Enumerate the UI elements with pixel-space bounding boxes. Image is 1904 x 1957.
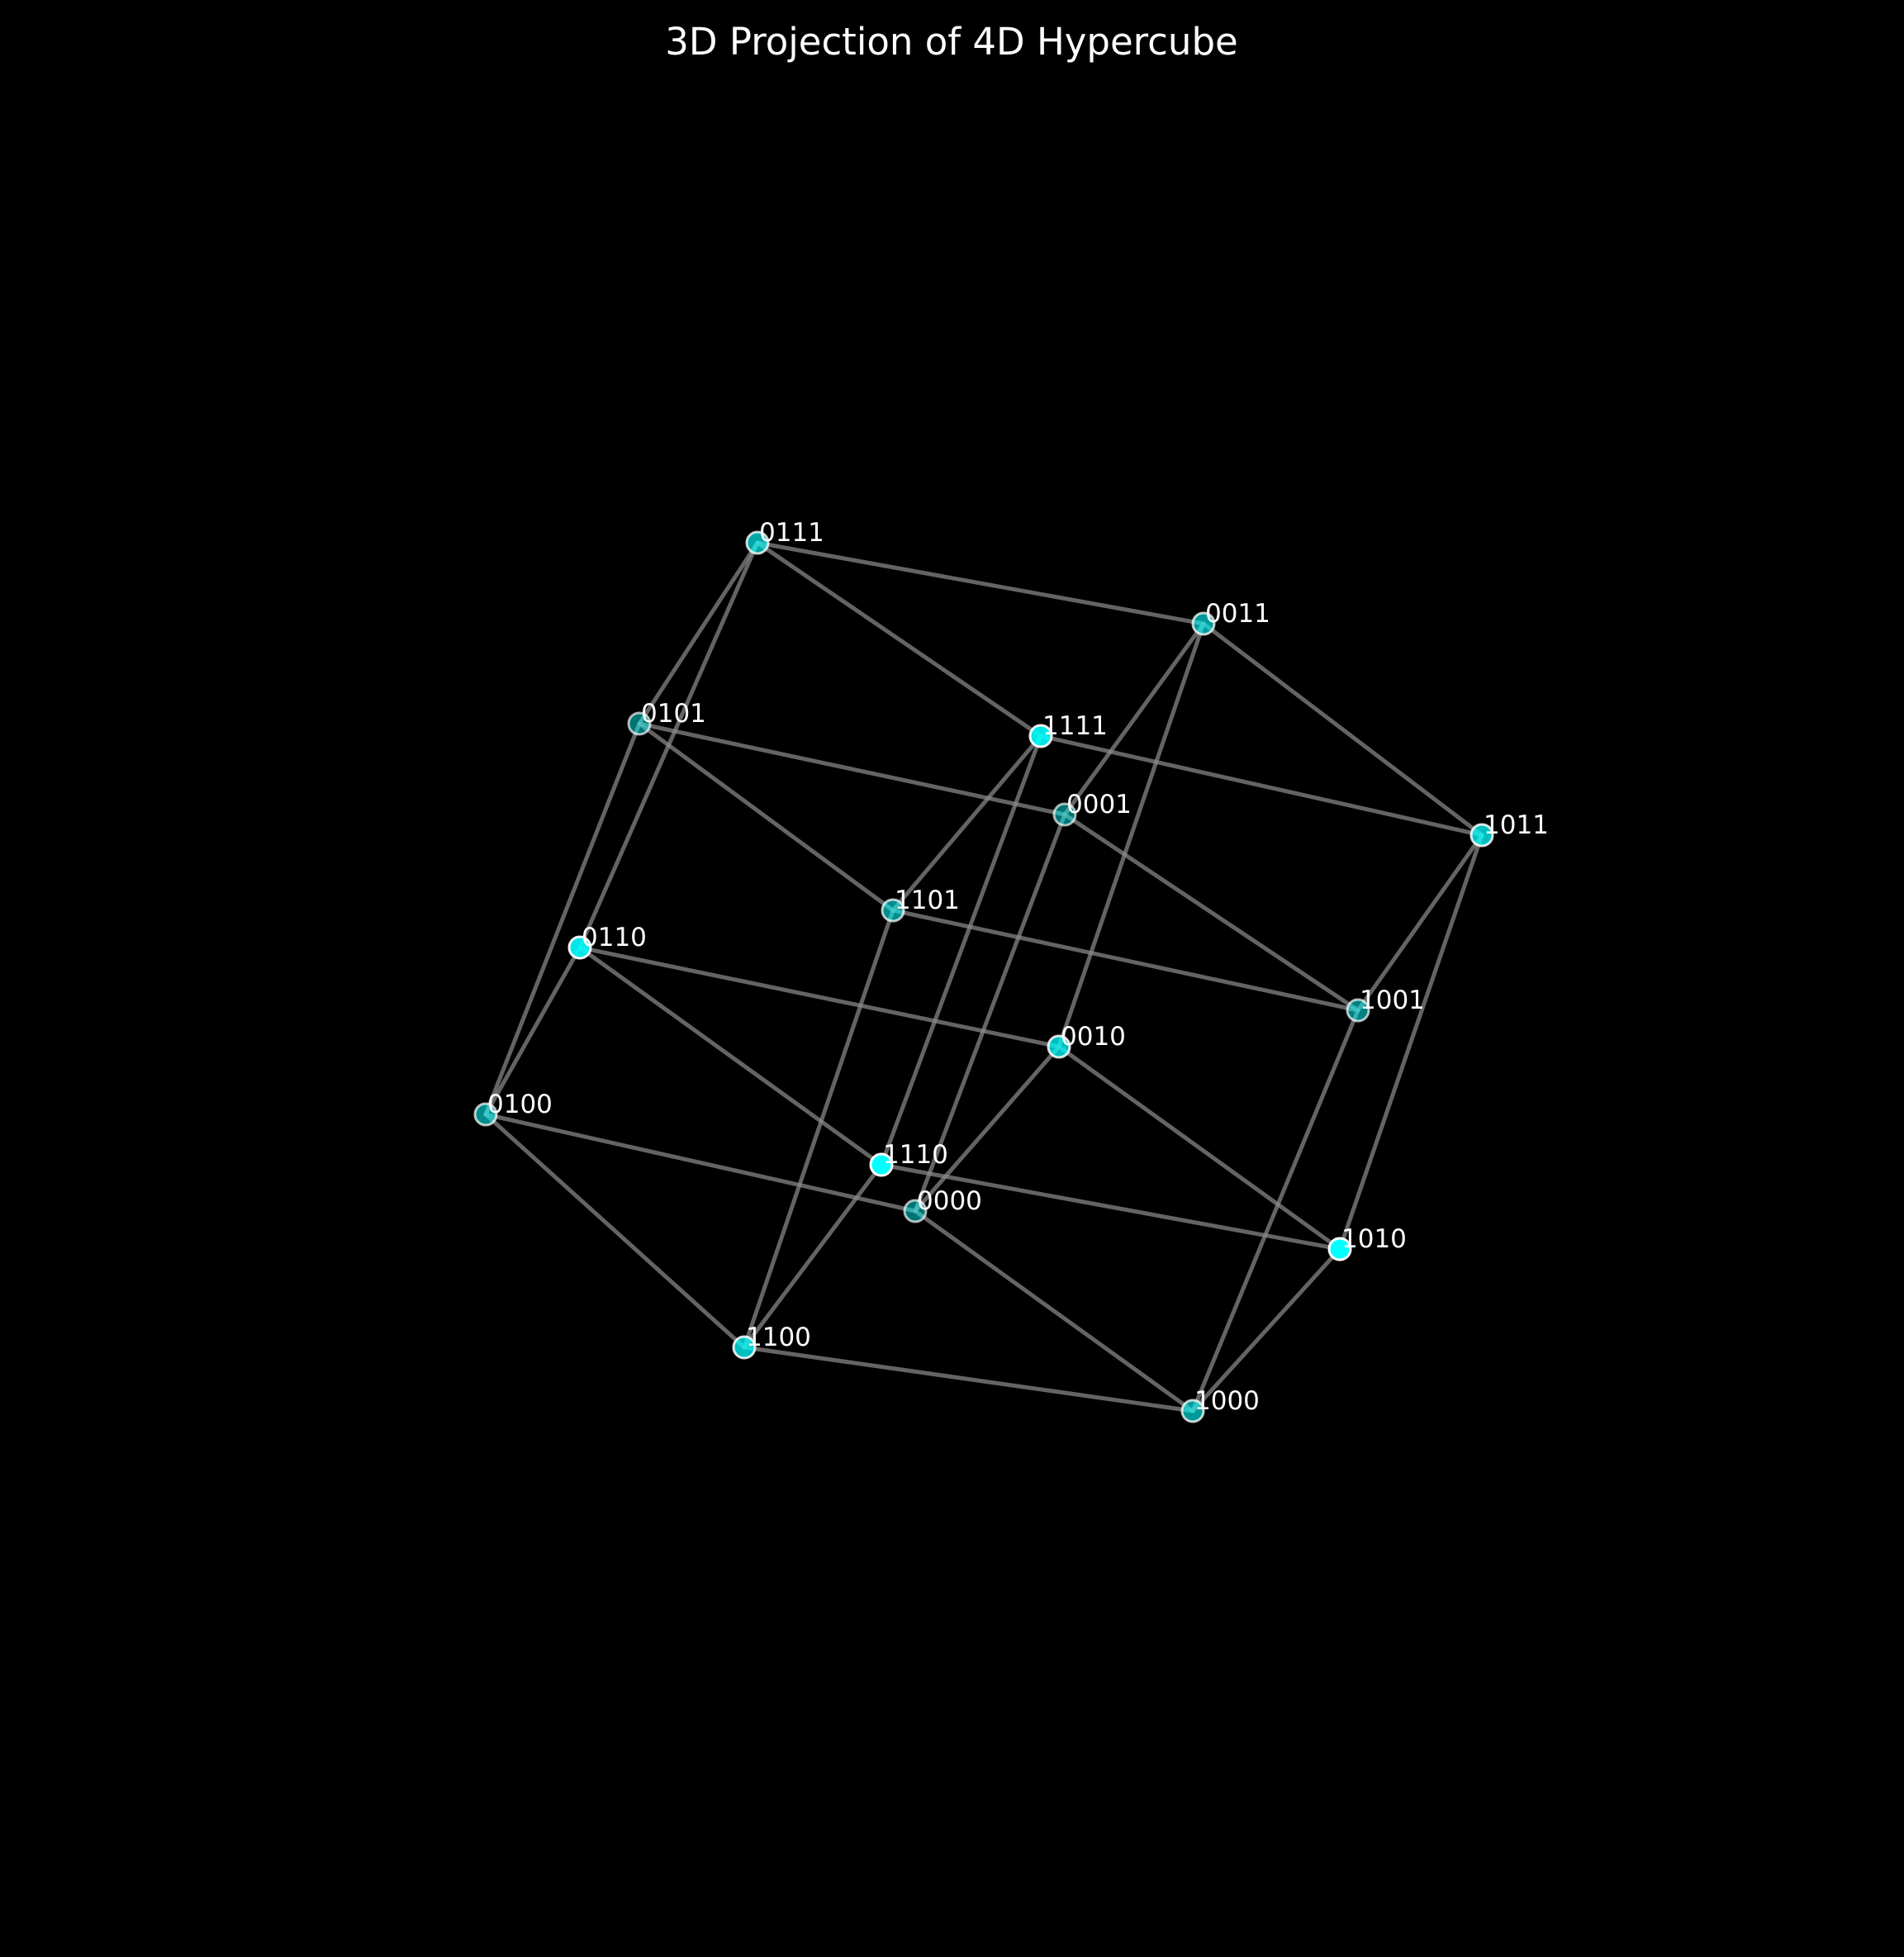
edge-1110-1111 [879,734,1043,1167]
edge-0000-0100 [483,1112,918,1214]
edge-0010-0110 [577,945,1061,1049]
vertex-0001 [1052,802,1077,827]
edge-0110-0111 [577,540,760,950]
edge-0001-0011 [1062,621,1206,817]
vertex-0100 [473,1102,498,1127]
vertex-1100 [732,1335,757,1360]
edge-1100-1110 [742,1162,884,1350]
vertex-label-0110: 0110 [582,923,647,952]
vertex-1111 [1028,724,1053,748]
edge-1000-1001 [1190,1008,1360,1413]
vertex-label-1000: 1000 [1194,1386,1260,1416]
vertex-0011 [1191,611,1216,636]
edge-1001-1011 [1356,833,1484,1013]
vertex-label-1100: 1100 [746,1323,811,1352]
vertex-label-0001: 0001 [1066,790,1132,819]
vertex-label-1110: 1110 [883,1140,948,1170]
edge-0100-1100 [483,1112,747,1350]
edge-1010-1110 [879,1162,1342,1252]
edge-0010-0011 [1056,621,1206,1049]
vertex-0000 [903,1199,928,1223]
vertex-1010 [1327,1237,1352,1261]
edge-1010-1011 [1337,833,1484,1252]
edge-0000-0010 [913,1044,1061,1214]
edge-0000-1000 [913,1209,1195,1413]
edge-1100-1101 [742,908,895,1350]
vertex-1000 [1180,1399,1205,1423]
vertex-label-1001: 1001 [1360,986,1425,1015]
vertex-1101 [881,898,905,923]
vertex-1110 [869,1152,894,1177]
edges-layer [483,540,1484,1413]
figure-title: 3D Projection of 4D Hypercube [665,20,1237,64]
edge-0101-1101 [637,721,895,913]
vertex-label-0100: 0100 [487,1090,553,1119]
vertex-label-0101: 0101 [641,699,706,729]
edge-0110-1110 [577,945,884,1167]
vertex-1001 [1346,998,1370,1023]
vertex-0010 [1047,1034,1071,1059]
vertices-layer [473,530,1494,1423]
edge-0101-0111 [637,540,760,726]
edge-0100-0101 [483,721,642,1117]
vertex-label-0111: 0111 [759,518,824,548]
vertex-1011 [1470,823,1494,848]
edge-0100-0110 [483,945,582,1117]
edge-1000-1100 [742,1345,1195,1413]
edge-0001-1001 [1062,812,1360,1013]
edge-0010-1010 [1056,1044,1342,1252]
vertex-label-1101: 1101 [895,886,960,915]
edge-0011-1011 [1201,621,1484,838]
vertex-0111 [745,530,770,555]
vertex-label-1011: 1011 [1484,810,1549,840]
vertex-label-1010: 1010 [1341,1224,1407,1254]
vertex-label-0010: 0010 [1061,1022,1126,1052]
edge-0011-0111 [755,540,1206,626]
edge-0000-0001 [913,812,1067,1214]
labels-layer: 0000 0001 0010 0011 0100 0101 0110 0111 1000 1001… [487,518,1549,1416]
vertex-0110 [567,935,592,960]
edge-1101-1111 [890,734,1043,913]
vertex-label-0000: 0000 [917,1186,982,1216]
edge-1011-1111 [1038,734,1484,838]
edge-0111-1111 [755,540,1043,739]
vertex-label-1111: 1111 [1042,711,1108,741]
vertex-0101 [627,711,652,736]
vertex-label-0011: 0011 [1205,599,1270,629]
edge-0001-0101 [637,721,1067,817]
edge-1000-1010 [1190,1247,1342,1413]
